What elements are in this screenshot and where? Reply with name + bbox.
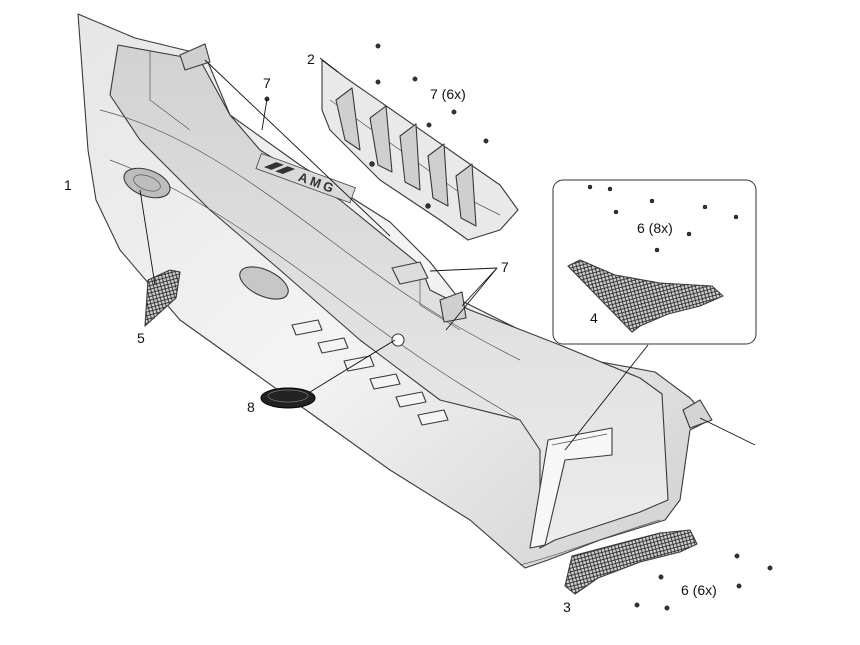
screw-icon	[654, 247, 660, 253]
callout-2: 2	[307, 51, 315, 67]
detail-inset-box	[552, 179, 757, 345]
bumper-cover-part: AMG	[77, 13, 713, 569]
screw-icon	[658, 574, 664, 580]
callout-4: 4	[590, 310, 598, 326]
screw-icon	[587, 184, 593, 190]
callout-6-8x: 6 (8x)	[637, 220, 673, 236]
screw-set-6-lower	[634, 553, 773, 611]
screw-icon	[607, 186, 613, 192]
callout-7-6x: 7 (6x)	[430, 86, 466, 102]
screw-icon	[426, 122, 432, 128]
screw-icon	[767, 565, 773, 571]
callout-8: 8	[247, 399, 255, 415]
screw-set-7	[264, 43, 489, 144]
callout-5: 5	[137, 330, 145, 346]
fog-grille-left-part	[144, 269, 181, 327]
screw-icon	[736, 583, 742, 589]
callout-6-6x: 6 (6x)	[681, 582, 717, 598]
screw-icon	[412, 76, 418, 82]
lower-grille-part	[564, 529, 698, 595]
callout-7-right: 7	[501, 259, 509, 275]
screw-icon	[734, 553, 740, 559]
oval-plug-part	[260, 387, 316, 409]
screw-icon	[664, 605, 670, 611]
screw-icon	[686, 231, 692, 237]
leader-lines	[139, 57, 756, 451]
callout-7-top: 7	[263, 75, 271, 91]
screw-icon	[733, 214, 739, 220]
screw-icon	[375, 43, 381, 49]
screw-icon	[483, 138, 489, 144]
screw-icon	[613, 209, 619, 215]
screw-icon	[451, 109, 457, 115]
screw-icon	[634, 602, 640, 608]
mounting-bracket-part	[321, 59, 519, 241]
screw-icon	[702, 204, 708, 210]
screw-icon	[649, 198, 655, 204]
screw-icon	[375, 79, 381, 85]
lower-slots	[291, 319, 449, 426]
callout-1: 1	[64, 177, 72, 193]
side-grille-part	[567, 259, 724, 333]
screw-set-6-inset	[587, 184, 739, 253]
callout-3: 3	[563, 599, 571, 615]
callout-labels: 1 2 3 4 5 7 7 (6x) 7 6 (8x) 6 (6x) 8	[64, 51, 717, 615]
